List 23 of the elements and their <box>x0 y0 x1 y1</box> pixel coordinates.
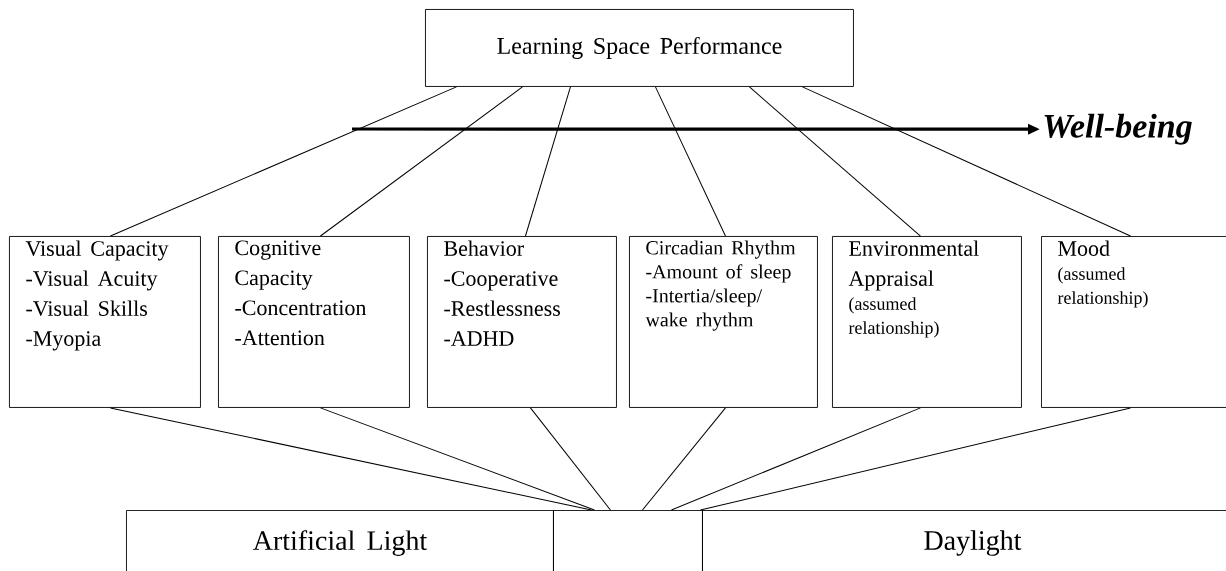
factor-box: Mood (assumed relationship) <box>1041 236 1226 408</box>
light-source-box: Daylight <box>702 510 1226 571</box>
factor-box: Behavior -Cooperative -Restlessness -ADHD <box>427 236 617 408</box>
connector-line <box>801 86 1131 237</box>
connector-line <box>524 86 571 237</box>
light-source-box: Artificial Light <box>126 510 554 571</box>
title-box: Learning Space Performance <box>425 9 854 87</box>
connector-line <box>109 86 457 237</box>
connector-line <box>319 86 523 237</box>
empty-box <box>553 510 703 571</box>
factor-box: Visual Capacity -Visual Acuity -Visual Skills -Myopia <box>9 236 201 408</box>
connector-line <box>319 407 595 511</box>
factor-box: Cognitive Capacity -Concentration -Attention <box>218 236 410 408</box>
connector-line <box>529 407 611 511</box>
connector-line <box>641 407 726 511</box>
connector-line <box>699 407 1131 511</box>
factor-box: Circadian Rhythm -Amount of sleep -Intertia/sleep/ wake rhythm <box>629 236 818 408</box>
connector-line <box>748 86 921 237</box>
connector-line <box>654 86 726 237</box>
connector-line <box>109 407 592 511</box>
connector-line <box>670 407 921 511</box>
axis-label: Well-being <box>1044 113 1192 145</box>
factor-box: Environmental Appraisal (assumed relationship) <box>832 236 1022 408</box>
